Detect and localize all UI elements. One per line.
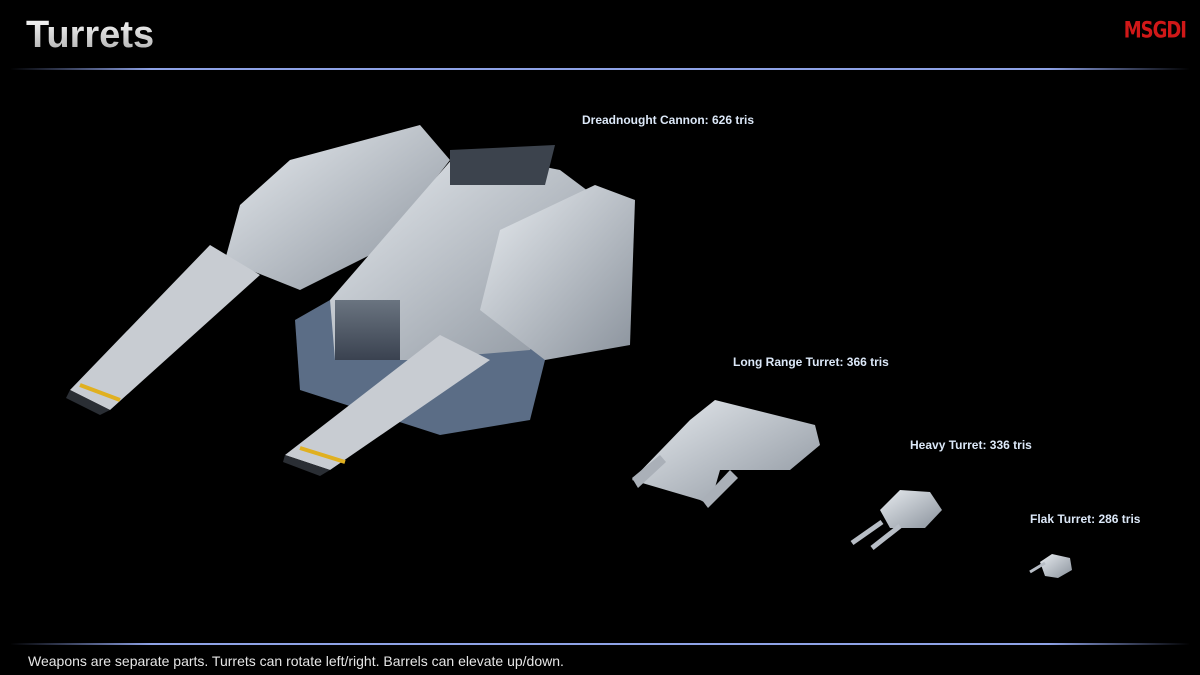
heavy-turret-render (850, 490, 942, 550)
dreadnought-cannon-label: Dreadnought Cannon: 626 tris (582, 113, 755, 127)
footer-caption: Weapons are separate parts. Turrets can … (28, 653, 564, 669)
header-divider (10, 68, 1190, 70)
flak-turret-render (1029, 554, 1072, 578)
long-range-turret-render (632, 400, 820, 508)
slide-title: Turrets (26, 14, 155, 56)
dreadnought-cannon-render (66, 125, 635, 476)
flak-turret-label: Flak Turret: 286 tris (1030, 512, 1141, 526)
msgdi-logo: MSGDI (1123, 16, 1187, 44)
heavy-turret-label: Heavy Turret: 336 tris (910, 438, 1032, 452)
footer-divider (10, 643, 1190, 645)
long-range-turret-label: Long Range Turret: 366 tris (733, 355, 889, 369)
